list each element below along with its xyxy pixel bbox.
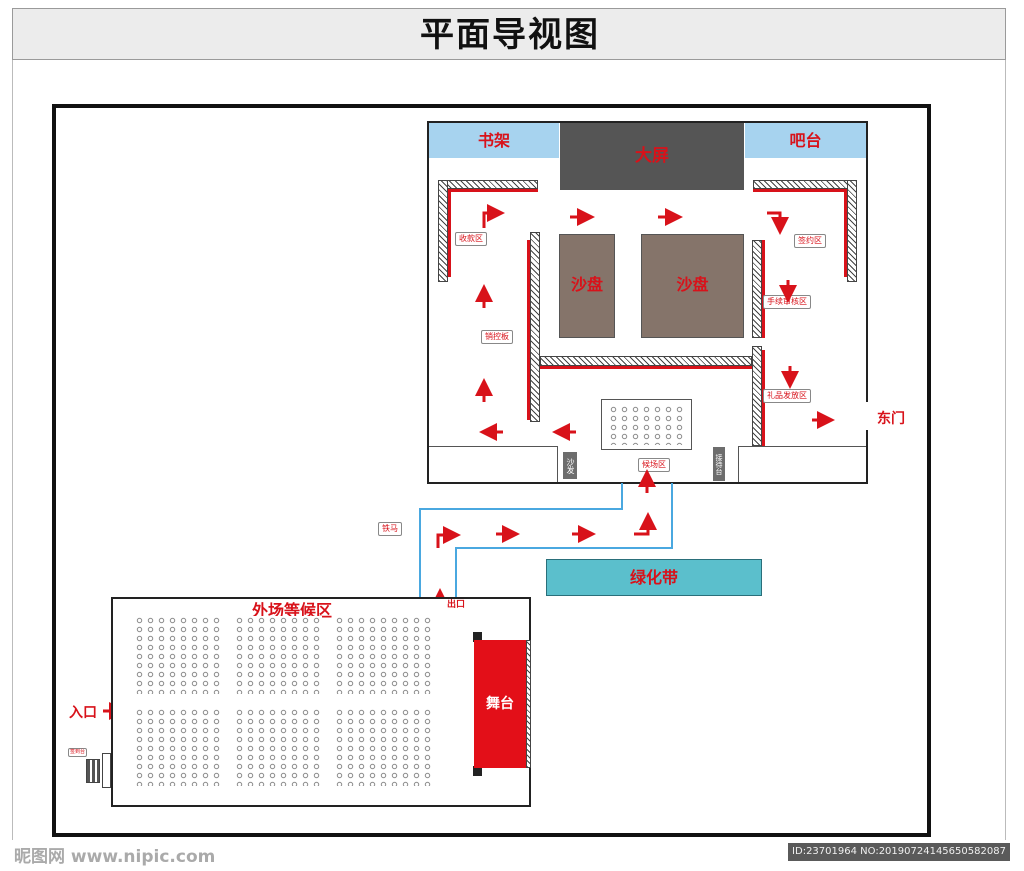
wall-inner-left [530,232,540,422]
seat-block-4 [134,708,222,786]
arrow-path-1 [436,526,461,548]
wall-inner-right-lower [752,346,762,446]
bookshelf-zone: 书架 [429,123,559,158]
inner-waiting-seats [601,399,692,450]
note-signin: 签到台 [68,748,88,757]
note-sales-board: 销控板 [481,330,513,344]
canvas-frame [12,60,1006,840]
note-signing: 签约区 [794,234,826,248]
sofa: 沙发 [563,452,577,479]
wall-left-upper-red [448,189,451,277]
stage-post-bottom [473,766,482,776]
stage-label: 舞台 [486,696,514,712]
page-title: 平面导视图 [420,15,600,55]
note-cashier: 收款区 [455,232,487,246]
seat-grid [608,405,686,445]
signin-desk [86,759,100,783]
screen-label: 大屏 [635,146,669,166]
watermark-left: 昵图网 www.nipic.com [14,847,216,867]
lobby-line-left-v [557,446,558,482]
wall-inner-bottom-red [540,366,752,369]
stage-edge [526,640,531,768]
bar-label: 吧台 [789,131,822,150]
path-line-inner [455,483,673,598]
exit-label: 出口 [447,600,466,610]
path-line-outer [419,483,623,598]
lobby-line-right-v [738,446,739,482]
seat-block-3 [334,616,433,694]
wall-left-upper [438,180,448,282]
sand-table-large: 沙盘 [641,234,744,338]
header-bar: 平面导视图 [12,8,1006,60]
arrow-hall-3 [482,204,505,228]
wall-inner-right-upper [752,240,762,338]
seat-block-1 [134,616,222,694]
stage: 舞台 [474,640,526,768]
seat-block-6 [334,708,433,786]
seat-block-5 [234,708,322,786]
lobby-line-left [429,446,557,447]
arrow-hall-4 [767,211,789,235]
entrance-label: 入口 [69,705,97,721]
reception-label: 接待台 [715,453,723,475]
wall-inner-bottom [540,356,752,366]
wall-inner-left-red [527,240,530,420]
greenbelt-label: 绿化带 [629,568,678,587]
wall-top-left-red [449,189,538,192]
stage-post-top [473,632,482,642]
lobby-line-right [738,446,866,447]
sofa-label: 沙发 [566,457,575,474]
signin-board [102,753,111,788]
east-door-label: 东门 [877,411,905,427]
bar-zone: 吧台 [745,123,866,158]
wall-inner-right-upper-red [762,240,765,338]
sand-table-small: 沙盘 [559,234,615,338]
note-gift: 礼品发放区 [763,389,811,403]
sand-label-2: 沙盘 [676,275,709,294]
watermark-right: ID:23701964 NO:20190724145650582087 [788,843,1010,861]
east-door-gap [865,402,871,430]
wall-right-upper-red [844,189,847,277]
arrow-path-4 [634,512,657,536]
sand-label-1: 沙盘 [570,275,603,294]
outer-waiting-label: 外场等候区 [252,601,333,620]
greenbelt: 绿化带 [546,559,762,596]
reception-desk: 接待台 [713,447,725,481]
bookshelf-label: 书架 [477,131,510,150]
wall-top-right-red [753,189,848,192]
seat-block-2 [234,616,322,694]
big-screen: 大屏 [560,123,744,190]
note-barrier: 铁马 [378,522,402,536]
wall-right-upper [847,180,857,282]
